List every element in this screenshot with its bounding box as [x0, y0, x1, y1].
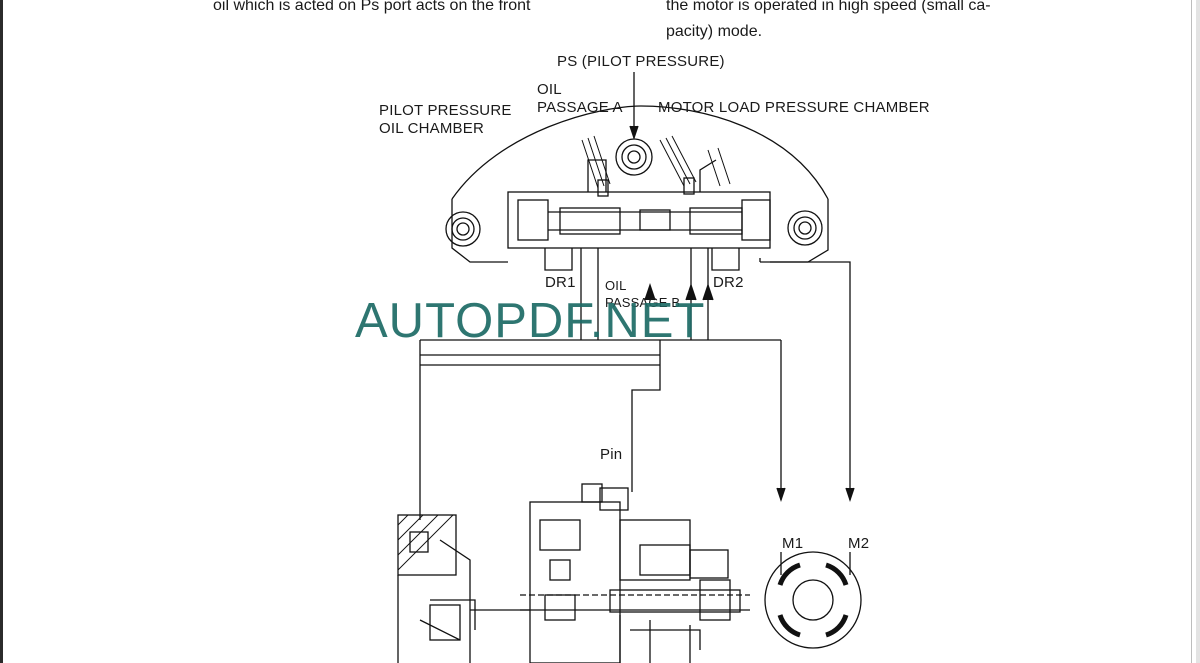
label-m2: M2 [848, 535, 870, 552]
body-text-right-line-2: pacity) mode. [666, 23, 763, 40]
label-pilot-pressure-chamber-line1: PILOT PRESSURE [379, 102, 512, 119]
watermark-text: AUTOPDF.NET [355, 294, 706, 348]
label-pilot-pressure-chamber-line2: OIL CHAMBER [379, 120, 484, 137]
label-ps-pilot-pressure: PS (PILOT PRESSURE) [557, 53, 725, 70]
label-pin: Pin [600, 446, 623, 463]
body-text-right-line-1: the motor is operated in high speed (sma… [666, 0, 991, 14]
label-m1: M1 [782, 535, 804, 552]
label-dr1: DR1 [545, 274, 576, 291]
label-dr2: DR2 [713, 274, 744, 291]
page-edge-left [0, 0, 3, 663]
body-text-left: oil which is acted on Ps port acts on th… [213, 0, 531, 14]
label-motor-load-pressure-chamber: MOTOR LOAD PRESSURE CHAMBER [658, 99, 930, 116]
viewer-scrollbar-track[interactable] [1196, 0, 1200, 663]
label-oil-passage-b-line1: OIL [605, 278, 627, 293]
page-edge-right [1191, 0, 1192, 663]
label-oil-passage-a-line1: OIL [537, 81, 562, 98]
label-oil-passage-b-line2: PASSAGE B [605, 295, 681, 310]
label-oil-passage-a-line2: PASSAGE A [537, 99, 623, 116]
